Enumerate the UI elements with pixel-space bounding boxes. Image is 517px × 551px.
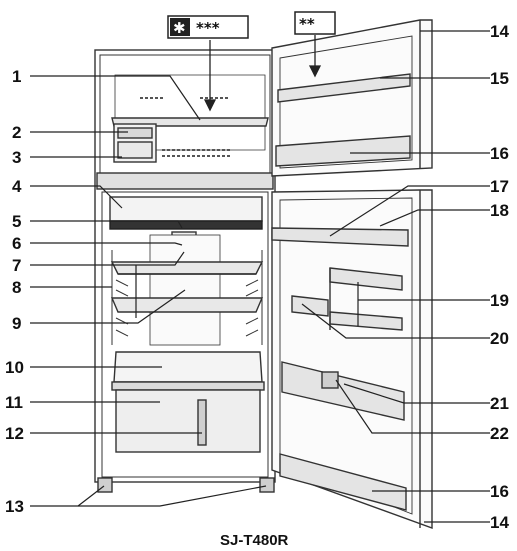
callout-22: 22	[490, 424, 509, 443]
callout-18: 18	[490, 201, 509, 220]
callout-3: 3	[12, 148, 21, 167]
callout-12: 12	[5, 424, 24, 443]
adjustable-foot-left	[97, 477, 113, 493]
callout-16-top: 16	[490, 144, 509, 163]
humidity-slider	[197, 399, 207, 446]
bottle-holder	[321, 371, 339, 389]
callout-17: 17	[490, 177, 509, 196]
freezer-door-pocket-lower	[275, 135, 411, 167]
callout-19: 19	[490, 291, 509, 310]
model-caption: SJ-T480R	[220, 532, 289, 549]
chilled-room	[109, 196, 263, 222]
callout-1: 1	[12, 67, 21, 86]
glass-shelf-lower	[110, 297, 264, 313]
chilled-room-lid	[109, 220, 263, 230]
fridge-compartment	[101, 191, 269, 478]
door-rating-stars: **	[299, 15, 315, 33]
callout-10: 10	[5, 358, 24, 377]
door-rating-badge: **	[294, 11, 336, 35]
callout-2: 2	[12, 123, 21, 142]
callout-21: 21	[490, 394, 509, 413]
compartment-divider	[96, 172, 274, 190]
callout-15: 15	[490, 69, 509, 88]
callout-13: 13	[5, 497, 24, 516]
callout-9: 9	[12, 314, 21, 333]
freezer-door-pocket-upper	[277, 73, 411, 103]
callout-11: 11	[5, 393, 23, 412]
callout-6: 6	[12, 234, 21, 253]
callout-5: 5	[12, 212, 21, 231]
callout-4: 4	[12, 177, 22, 196]
door-pocket-bottom	[279, 453, 407, 511]
callout-7: 7	[12, 256, 21, 275]
glass-shelf-upper	[110, 261, 264, 275]
callout-20: 20	[490, 329, 509, 348]
callout-14-top: 14	[490, 22, 509, 41]
bottle-pocket-small	[291, 295, 329, 317]
crisper-drawer	[115, 389, 261, 453]
adjustable-foot-right	[259, 477, 275, 493]
dairy-compartment	[271, 227, 409, 247]
freezer-rating-badge: ✱ ***	[167, 15, 249, 39]
freezer-rating-stars: ***	[196, 19, 220, 37]
callout-8: 8	[12, 278, 21, 297]
svg-text:✱: ✱	[173, 19, 186, 37]
callout-14-bottom: 14	[490, 513, 509, 532]
callout-16-bottom: 16	[490, 482, 509, 501]
